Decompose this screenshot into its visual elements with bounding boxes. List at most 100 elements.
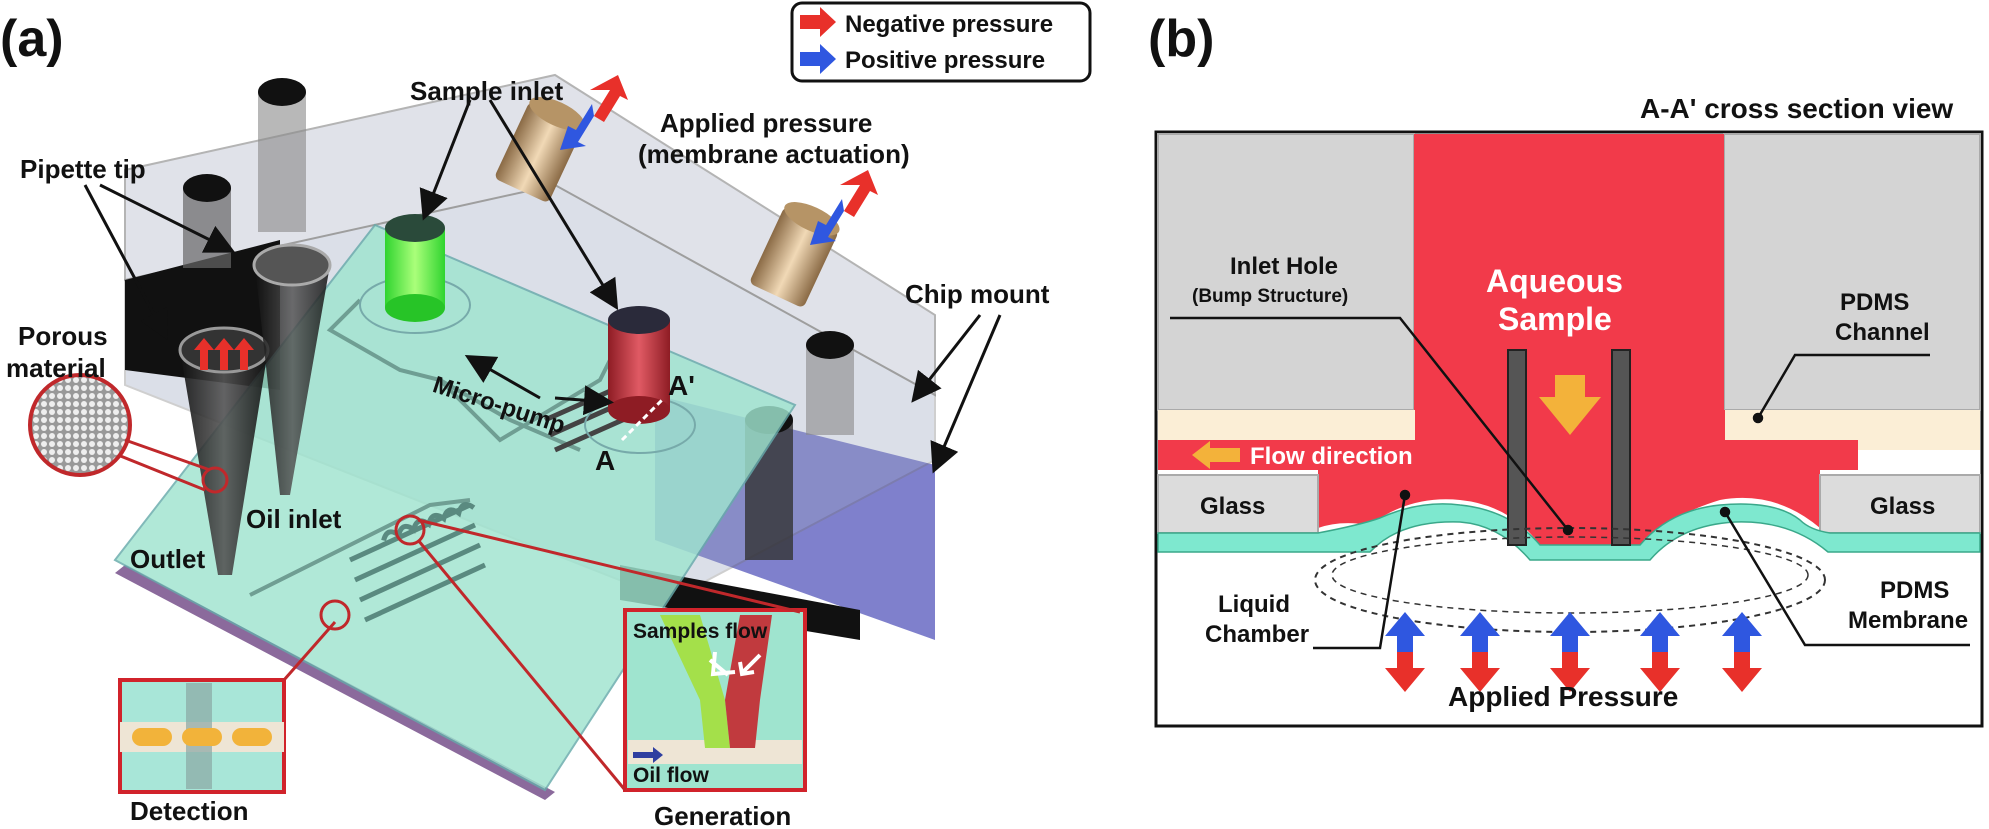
samples-flow-label: Samples flow bbox=[633, 620, 768, 643]
tube-1-top-icon bbox=[258, 78, 306, 106]
panel-b-leaders bbox=[1170, 316, 1970, 650]
applied-pressure-b-label: Applied Pressure bbox=[1448, 681, 1678, 712]
aqueous-label: Aqueous bbox=[1486, 263, 1623, 299]
panel-b: (b) A-A' cross section view bbox=[1148, 10, 1984, 728]
panel-a: (a) Negative pressure Positive pressure bbox=[0, 1, 1092, 829]
green-cylinder-top-icon bbox=[385, 214, 445, 242]
generation-red-stream bbox=[725, 615, 772, 748]
pdms-membrane bbox=[1157, 503, 1981, 561]
generation-connector bbox=[417, 518, 801, 614]
porous-up-arrows-icon bbox=[194, 338, 254, 370]
liquid-chamber-label-2: Chamber bbox=[1205, 621, 1309, 648]
cross-section-title: A-A' cross section view bbox=[1640, 93, 1953, 124]
droplet-2 bbox=[182, 728, 222, 746]
pressure-caps bbox=[495, 75, 878, 307]
pressure-legend: Negative pressure Positive pressure bbox=[790, 1, 1092, 83]
pressure-cap-1-top-icon bbox=[529, 97, 585, 131]
point-a-prime-label: A' bbox=[668, 370, 695, 401]
porous-connector-2 bbox=[117, 453, 206, 492]
mixing-channels bbox=[348, 502, 487, 623]
oil-inlet-label: Oil inlet bbox=[246, 504, 342, 534]
pdms-block-right bbox=[1723, 133, 1981, 411]
pipette-tips bbox=[178, 243, 332, 575]
generation-target-circle bbox=[394, 514, 426, 546]
porous-material-icon bbox=[28, 373, 132, 477]
legend-negative-label: Negative pressure bbox=[845, 11, 1053, 38]
glass-block-right bbox=[1819, 474, 1981, 534]
chip-bottom-edge bbox=[115, 565, 555, 800]
oil-flow-label: Oil flow bbox=[633, 764, 709, 787]
red-cylinder-top-icon bbox=[608, 306, 670, 334]
panel-a-label: (a) bbox=[0, 10, 64, 68]
channel-network bbox=[249, 298, 612, 597]
generation-connector-2 bbox=[416, 539, 627, 791]
generation-inset bbox=[394, 514, 807, 792]
pressure-arrow-1-icon bbox=[1385, 612, 1425, 692]
sample-label: Sample bbox=[1498, 301, 1612, 337]
liquid-chamber-fill bbox=[1318, 470, 1820, 545]
panel-a-leaders bbox=[83, 99, 1002, 474]
pdms-membrane-label-1: PDMS bbox=[1880, 577, 1949, 604]
green-cylinder-bottom bbox=[385, 294, 445, 322]
pressure-arrow-5-icon bbox=[1722, 612, 1762, 692]
point-a-label: A bbox=[595, 445, 615, 476]
pressure-arrow-2-icon bbox=[1460, 612, 1500, 692]
pdms-membrane-label-2: Membrane bbox=[1848, 607, 1968, 634]
glass-left-label: Glass bbox=[1200, 493, 1265, 520]
sample-inlet-label: Sample inlet bbox=[410, 76, 563, 106]
generation-white-arrow-2-icon bbox=[738, 653, 762, 677]
sample-down-arrow-icon bbox=[1539, 375, 1601, 435]
glass-right-label: Glass bbox=[1870, 493, 1935, 520]
pressure-arrow-4-icon bbox=[1640, 612, 1680, 692]
pdms-channel-label-1: PDMS bbox=[1840, 289, 1909, 316]
porous-magnifier bbox=[28, 373, 229, 494]
porous-target-circle bbox=[201, 466, 229, 494]
oil-flow-arrow-icon bbox=[633, 747, 663, 763]
detection-target-circle bbox=[319, 599, 351, 631]
detection-inset bbox=[118, 599, 351, 794]
oil-pipette-tip bbox=[255, 265, 330, 495]
porous-material-label-2: material bbox=[6, 353, 106, 383]
tube-3 bbox=[806, 345, 854, 435]
oil-tip-top-icon bbox=[252, 243, 332, 287]
applied-pressure-label: Applied pressure bbox=[660, 108, 872, 138]
flow-direction-label: Flow direction bbox=[1250, 443, 1413, 470]
detection-connector bbox=[282, 621, 337, 681]
positive-pressure-arrow-icon bbox=[800, 44, 836, 74]
pdms-block-left bbox=[1157, 133, 1415, 411]
liquid-chamber-label-1: Liquid bbox=[1218, 591, 1290, 618]
sample-cylinders bbox=[385, 214, 670, 442]
outlet-pipette-tip bbox=[180, 350, 268, 575]
bidirectional-arrow-1-icon bbox=[560, 75, 628, 150]
bump-structure-label: (Bump Structure) bbox=[1192, 286, 1348, 307]
outlet-label: Outlet bbox=[130, 544, 205, 574]
legend-box bbox=[790, 1, 1092, 83]
generation-white-arrow-1-icon bbox=[708, 651, 736, 677]
inlet-hole-label: Inlet Hole bbox=[1230, 253, 1338, 280]
pressure-arrow-3-icon bbox=[1550, 612, 1590, 692]
bump-wall-left bbox=[1507, 349, 1527, 546]
pdms-channel-label-2: Channel bbox=[1835, 319, 1930, 346]
membrane-actuation-label: (membrane actuation) bbox=[638, 139, 910, 169]
porous-connector bbox=[124, 438, 211, 472]
legend-positive-label: Positive pressure bbox=[845, 47, 1045, 74]
panel-b-label: (b) bbox=[1148, 10, 1214, 68]
red-cylinder-bottom bbox=[608, 396, 670, 424]
droplet-3 bbox=[232, 728, 272, 746]
tube-3-top-icon bbox=[806, 331, 854, 359]
generation-green-stream bbox=[660, 615, 730, 748]
generation-label: Generation bbox=[654, 801, 791, 829]
aqueous-sample-column bbox=[1414, 134, 1724, 410]
applied-pressure-arrows bbox=[1385, 612, 1762, 692]
bump-wall-right bbox=[1611, 349, 1631, 546]
porous-material-label-1: Porous bbox=[18, 321, 108, 351]
detection-label: Detection bbox=[130, 796, 248, 826]
flow-direction-arrow-icon bbox=[1192, 441, 1240, 469]
droplet-1 bbox=[132, 728, 172, 746]
red-sample-cylinder bbox=[608, 320, 670, 410]
bidirectional-arrow-2-icon bbox=[810, 170, 878, 245]
glass-block-left bbox=[1157, 474, 1319, 534]
tube-2-top-icon bbox=[183, 174, 231, 202]
negative-pressure-arrow-icon bbox=[800, 7, 836, 37]
